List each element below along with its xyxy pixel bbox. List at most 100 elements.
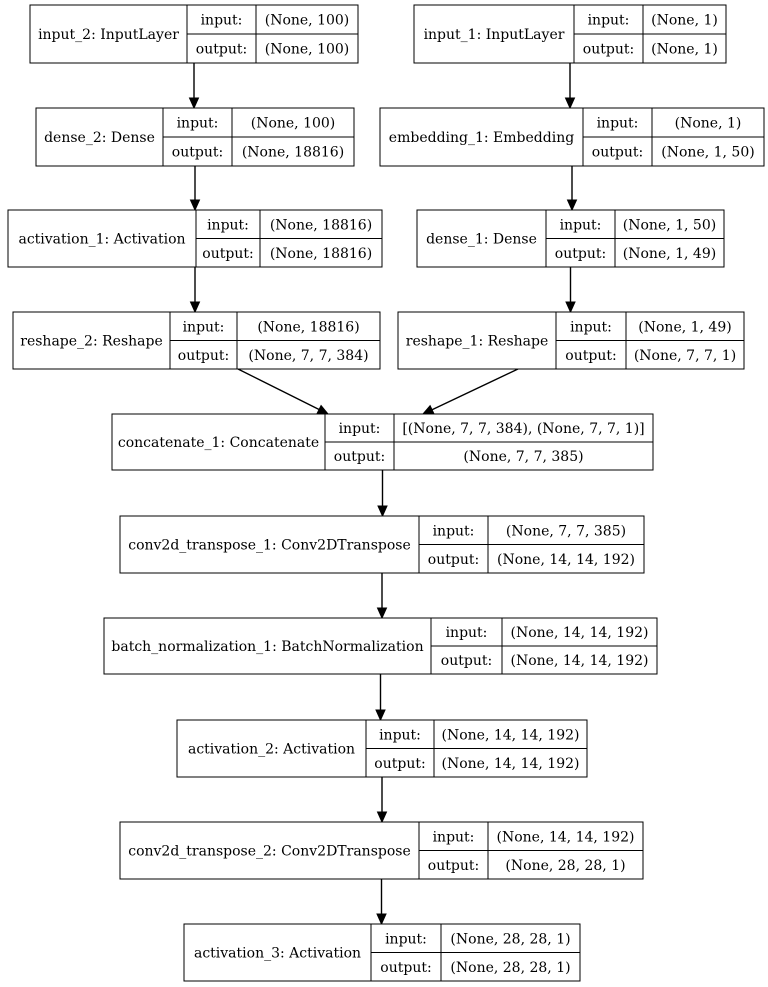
edge-line <box>237 368 320 411</box>
layer-node-conv2d-transpose-2: conv2d_transpose_2: Conv2DTransposeinput… <box>119 821 644 880</box>
input-port-label: input: <box>588 13 630 29</box>
output-port-label: output: <box>592 145 643 161</box>
output-shape-value: (None, 1, 50) <box>661 145 754 161</box>
input-port-label: input: <box>379 727 421 743</box>
edge-arrow-dense-1-to-reshape-1 <box>565 267 576 314</box>
output-port-label: output: <box>178 348 229 364</box>
layer-node-activation-2: activation_2: Activation input: (None, 14,… <box>176 719 588 778</box>
output-port-label: output: <box>428 552 479 568</box>
layer-name-label: dense_1: Dense <box>426 232 537 248</box>
arrowhead <box>188 97 200 110</box>
input-port-label: input: <box>560 217 602 233</box>
edge-arrow-dense-2-to-activation-1 <box>189 166 201 212</box>
input-shape-value: (None, 7, 7, 385) <box>506 523 626 539</box>
output-shape-value: (None, 18816) <box>242 145 344 161</box>
input-port-label: input: <box>201 13 243 29</box>
nodes-layer: input_2: InputLayer input: (None, 100) outp… <box>7 4 765 982</box>
output-port-label: output: <box>555 246 606 262</box>
layer-name-label: batch_normalization_1: BatchNormalizatio… <box>111 639 423 655</box>
edge-line <box>431 368 519 411</box>
layer-name-label: concatenate_1: Concatenate <box>118 435 319 451</box>
layer-node-dense-1: dense_1: Dense input: (None, 1, 50) output:… <box>416 209 725 268</box>
input-shape-value: (None, 14, 14, 192) <box>497 829 635 845</box>
layer-node-input-2: input_2: InputLayer input: (None, 100) outp… <box>29 4 359 64</box>
input-port-label: input: <box>177 116 219 132</box>
input-shape-value: (None, 18816) <box>270 217 372 233</box>
input-shape-value: (None, 100) <box>265 13 350 29</box>
output-port-label: output: <box>565 348 616 364</box>
output-shape-value: (None, 28, 28, 1) <box>505 858 625 874</box>
output-shape-value: (None, 18816) <box>270 246 372 262</box>
input-port-label: input: <box>207 217 249 233</box>
output-port-label: output: <box>172 145 223 161</box>
layer-name-label: embedding_1: Embedding <box>389 130 574 146</box>
layer-name-label: input_1: InputLayer <box>424 27 565 43</box>
input-port-label: input: <box>570 319 612 335</box>
output-shape-value: (None, 1) <box>651 42 718 58</box>
input-shape-value: (None, 1) <box>675 116 742 132</box>
input-shape-value: (None, 1, 49) <box>638 319 731 335</box>
arrowhead <box>189 301 201 314</box>
output-port-label: output: <box>583 42 634 58</box>
output-shape-value: (None, 7, 7, 1) <box>634 348 736 364</box>
arrowhead <box>376 607 388 620</box>
layer-name-label: input_2: InputLayer <box>38 27 179 43</box>
output-shape-value: (None, 28, 28, 1) <box>450 960 570 976</box>
input-shape-value: (None, 1) <box>651 13 718 29</box>
output-shape-value: (None, 7, 7, 385) <box>463 449 583 465</box>
output-port-label: output: <box>202 246 253 262</box>
layer-name-label: conv2d_transpose_1: Conv2DTranspose <box>128 538 411 554</box>
edge-arrow-embedding-1-to-dense-1 <box>566 166 578 212</box>
output-shape-value: (None, 100) <box>265 42 350 58</box>
edge-arrow-input-2-to-dense-2 <box>188 63 200 110</box>
layer-node-embedding-1: embedding_1: Embedding input: (None, 1) out… <box>379 107 765 167</box>
input-shape-value: (None, 14, 14, 192) <box>442 727 580 743</box>
layer-name-label: activation_2: Activation <box>188 742 355 758</box>
output-port-label: output: <box>380 960 431 976</box>
arrowhead <box>421 404 435 415</box>
input-shape-value: (None, 100) <box>251 116 336 132</box>
edges-layer <box>188 63 578 926</box>
output-port-label: output: <box>374 756 425 772</box>
output-port-label: output: <box>428 858 479 874</box>
arrowhead <box>376 811 388 824</box>
arrowhead <box>376 913 387 926</box>
arrowhead <box>189 199 201 212</box>
arrowhead <box>565 301 576 314</box>
edge-arrow-reshape-2-to-concatenate-1 <box>237 368 330 415</box>
input-port-label: input: <box>183 319 225 335</box>
layer-name-label: activation_3: Activation <box>194 946 361 962</box>
arrowhead <box>316 404 330 415</box>
edge-arrow-batch-normalization-1-to-activation-2 <box>375 674 386 722</box>
edge-arrow-reshape-1-to-concatenate-1 <box>421 368 519 415</box>
output-shape-value: (None, 14, 14, 192) <box>497 552 635 568</box>
input-port-label: input: <box>339 421 381 437</box>
input-port-label: input: <box>597 116 639 132</box>
output-shape-value: (None, 7, 7, 384) <box>248 348 368 364</box>
edge-arrow-activation-2-to-conv2d-transpose-2 <box>376 777 388 824</box>
layer-node-conv2d-transpose-1: conv2d_transpose_1: Conv2DTranspose input… <box>119 515 645 574</box>
input-port-label: input: <box>446 625 488 641</box>
edge-arrow-activation-1-to-reshape-2 <box>189 267 201 314</box>
arrowhead <box>566 199 578 212</box>
input-shape-value: (None, 1, 50) <box>623 217 716 233</box>
output-port-label: output: <box>334 449 385 465</box>
edge-arrow-input-1-to-embedding-1 <box>564 63 576 110</box>
input-shape-value: (None, 14, 14, 192) <box>511 625 649 641</box>
layer-node-activation-3: activation_3: Activation input: (None, 28,… <box>183 923 581 982</box>
output-shape-value: (None, 1, 49) <box>623 246 716 262</box>
layer-name-label: conv2d_transpose_2: Conv2DTranspose <box>128 844 411 860</box>
edge-arrow-conv2d-transpose-1-to-batch-normalization-1 <box>376 573 388 620</box>
arrowhead <box>564 97 576 110</box>
input-shape-value: (None, 28, 28, 1) <box>450 931 570 947</box>
input-port-label: input: <box>385 931 427 947</box>
output-port-label: output: <box>196 42 247 58</box>
arrowhead <box>377 505 388 518</box>
input-port-label: input: <box>433 523 475 539</box>
edge-arrow-conv2d-transpose-2-to-activation-3 <box>376 879 387 926</box>
layer-name-label: reshape_2: Reshape <box>20 334 162 350</box>
